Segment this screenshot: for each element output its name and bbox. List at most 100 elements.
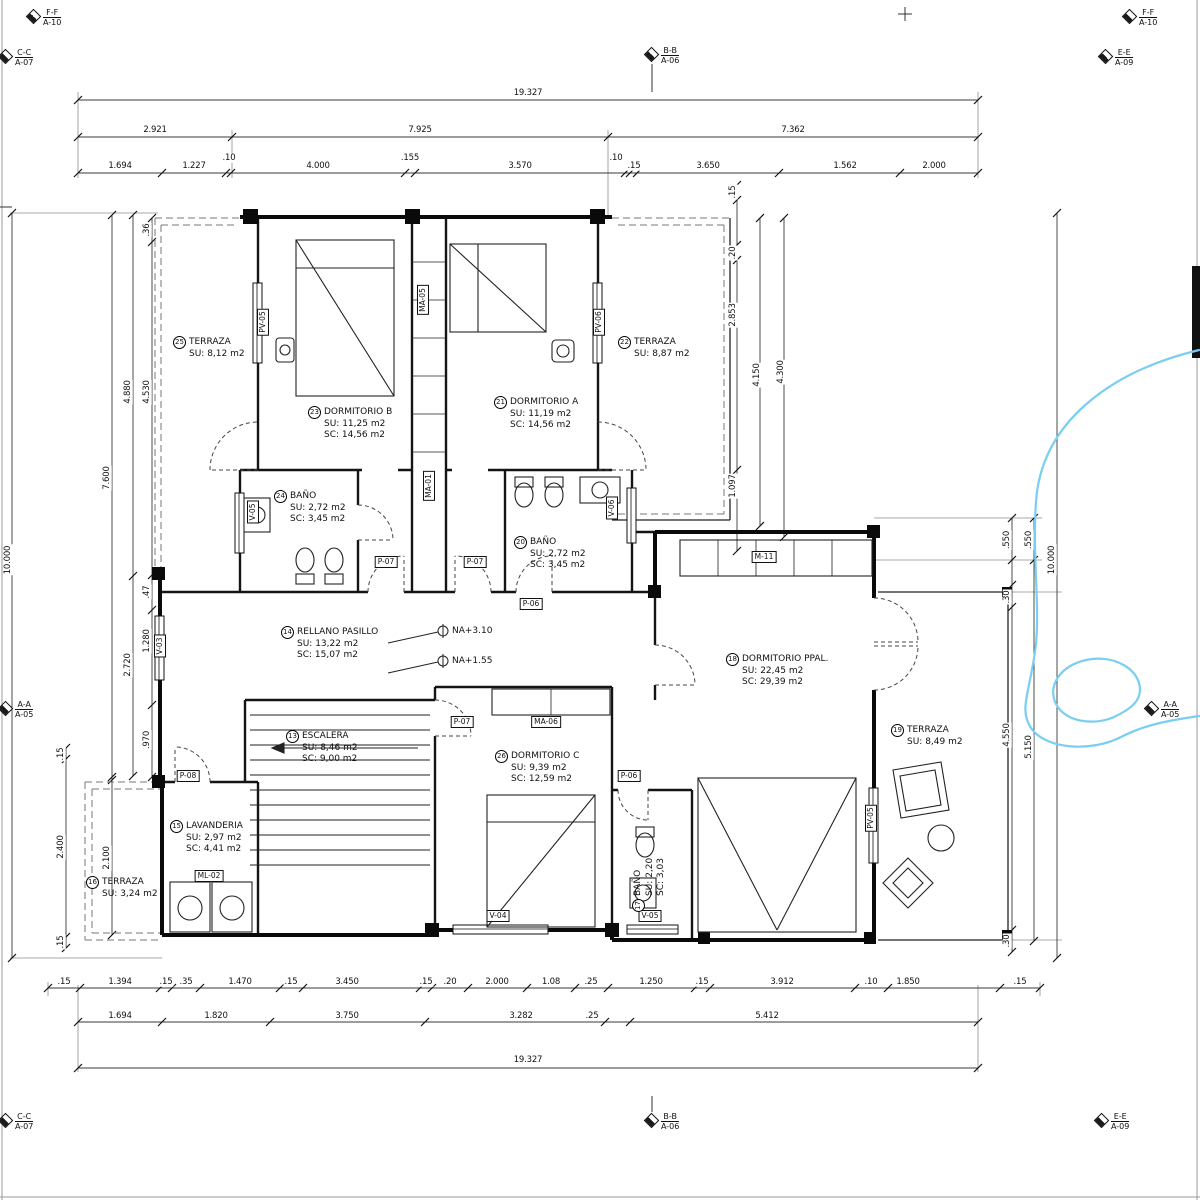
dimension-label: 1.394 [107, 976, 133, 987]
room-name: BAÑO [290, 490, 317, 501]
dimension-label: .15 [626, 160, 642, 171]
dimension-label: 4.150 [751, 362, 762, 388]
room-name: TERRAZA [102, 876, 144, 887]
room-area: SU: 2,72 m2 [290, 503, 346, 513]
room-number: 20 [514, 536, 527, 549]
dimension-label: .20 [727, 245, 738, 261]
dimension-label: 1.850 [895, 976, 921, 987]
dimension-label: .30 [1001, 933, 1012, 949]
dimension-label: 3.750 [334, 1010, 360, 1021]
room-name: TERRAZA [634, 336, 676, 347]
dimension-label: 3.282 [508, 1010, 534, 1021]
washer [169, 881, 211, 933]
dimension-label: .15 [1012, 976, 1028, 987]
dimension-label: 4.300 [775, 359, 786, 385]
dimension-label: 7.925 [407, 124, 433, 135]
dimension-label: 2.100 [101, 845, 112, 871]
room-area: SC: 15,07 m2 [297, 650, 359, 661]
room-area: SU: 2,72 m2 [530, 549, 586, 559]
room-area: SC: 14,56 m2 [510, 420, 572, 431]
dimension-label: 1.250 [638, 976, 664, 987]
room-number: 19 [891, 724, 904, 737]
dimension-label: 1.820 [203, 1010, 229, 1021]
dimension-label: .36 [141, 222, 152, 238]
dimension-label: .970 [141, 729, 152, 751]
dimension-label: .15 [55, 934, 66, 950]
room-name: DORMITORIO C [511, 750, 580, 761]
dimension-label: 19.327 [512, 87, 544, 98]
dimension-label: 4.550 [1001, 722, 1012, 748]
section-diamond-icon [1121, 8, 1138, 25]
opening-tag-m-11: M-11 [751, 551, 777, 563]
room-number: 22 [618, 336, 631, 349]
section-diamond-icon [1097, 48, 1114, 65]
room-area: SC: 3,45 m2 [290, 514, 346, 525]
dimension-label: 2.000 [484, 976, 510, 987]
opening-tag-v-05: V-05 [638, 910, 662, 922]
opening-tag-v-03: V-03 [154, 634, 166, 658]
bed-dormitorio-a [449, 243, 547, 333]
columns [152, 209, 1012, 944]
opening-tag-p-07: P-07 [450, 716, 474, 728]
level-symbols [387, 624, 449, 674]
dimension-label: .35 [178, 976, 194, 987]
highlight-annotation [1024, 348, 1200, 748]
room-name: RELLANO PASILLO [297, 626, 379, 637]
level-annotation: NA+1.55 [452, 656, 493, 666]
terrace-table [927, 824, 955, 852]
section-diamond-icon [643, 1112, 660, 1129]
dimension-label: 1.694 [107, 160, 133, 171]
dryer [211, 881, 253, 933]
opening-tag-pv-06: PV-06 [593, 308, 605, 336]
sink [579, 476, 621, 504]
room-area: SU: 9,39 m2 [511, 763, 567, 773]
dimension-label: 19.327 [512, 1054, 544, 1065]
dimension-label: .155 [399, 152, 421, 163]
room-number: 21 [494, 396, 507, 409]
room-area: SU: 3,24 m2 [102, 889, 158, 899]
room-area: SC: 29,39 m2 [742, 677, 804, 688]
dimension-label: 1.470 [227, 976, 253, 987]
room-area: SU: 11,25 m2 [324, 419, 386, 429]
dimension-label: .25 [583, 976, 599, 987]
dimension-label: .15 [283, 976, 299, 987]
room-number: 26 [495, 750, 508, 763]
dimension-label: .15 [694, 976, 710, 987]
room-area: SC: 14,56 m2 [324, 430, 386, 441]
room-number: 14 [281, 626, 294, 639]
room-name: DORMITORIO PPAL. [742, 653, 829, 664]
sink [243, 497, 271, 533]
room-number: 17 [632, 899, 645, 912]
dimension-label: 1.097 [727, 473, 738, 499]
room-number: 23 [308, 406, 321, 419]
room-name: LAVANDERIA [186, 820, 243, 831]
windows [154, 282, 879, 935]
section-diamond-icon [1143, 700, 1160, 717]
room-area: SC: 9,00 m2 [302, 754, 358, 765]
room-area: SC: 3,45 m2 [530, 560, 586, 571]
opening-tag-ma-06: MA-06 [531, 716, 561, 728]
dimension-label: 3.650 [695, 160, 721, 171]
toilet [295, 547, 315, 573]
dimension-label: 2.853 [727, 302, 738, 328]
opening-tag-pv-05: PV-05 [865, 804, 877, 832]
